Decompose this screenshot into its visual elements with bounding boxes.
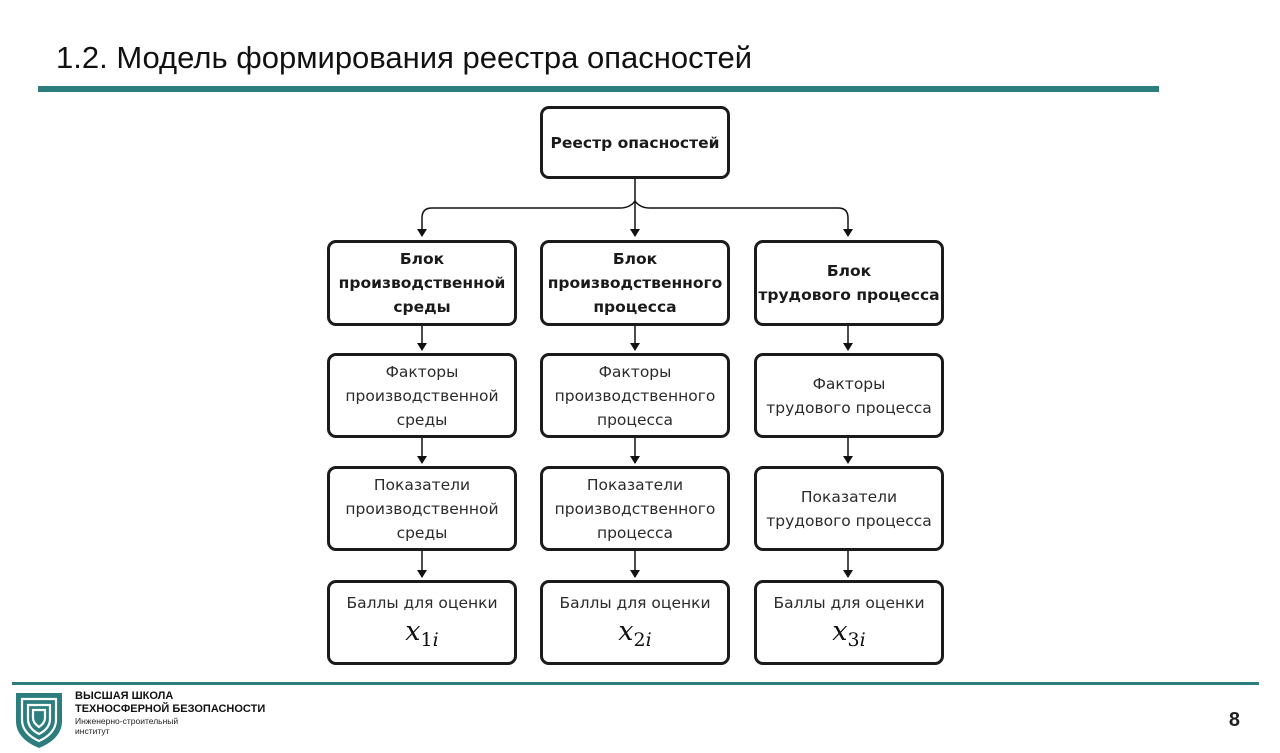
indicators-box-3: Показатели трудового процесса (754, 466, 944, 551)
slide-title: 1.2. Модель формирования реестра опаснос… (56, 40, 753, 75)
indicators-3-line-1: Показатели (800, 487, 898, 506)
indicators-3-line-2: трудового процесса (766, 511, 932, 530)
block-1-line-1: Блок (399, 250, 445, 268)
root-label: Реестр опасностей (550, 133, 720, 152)
root-to-block-1-arrow (417, 200, 636, 237)
scores-2-label: Баллы для оценки (559, 593, 711, 612)
factors-box-2: Факторы производственного процесса (540, 353, 730, 438)
block-1-line-2: производственной (338, 274, 506, 292)
block-1-line-3: среды (393, 298, 451, 316)
organization-name: ВЫСШАЯ ШКОЛА ТЕХНОСФЕРНОЙ БЕЗОПАСНОСТИ И… (75, 690, 265, 736)
org-line-4: институт (75, 726, 110, 736)
factors-1-line-2: производственной (345, 386, 499, 405)
factors-3-line-2: трудового процесса (766, 398, 932, 417)
factors-1-line-3: среды (396, 410, 448, 429)
block-box-3: Блок трудового процесса (754, 240, 944, 326)
scores-3-symbol: x3i (832, 615, 866, 651)
title-underline (38, 86, 1159, 92)
scores-box-1: Баллы для оценки x1i (327, 580, 517, 665)
org-line-2: ТЕХНОСФЕРНОЙ БЕЗОПАСНОСТИ (75, 703, 266, 715)
factors-box-1: Факторы производственной среды (327, 353, 517, 438)
indicators-2-line-1: Показатели (586, 475, 684, 494)
factors-2-line-1: Факторы (598, 362, 672, 381)
indicators-box-1: Показатели производственной среды (327, 466, 517, 551)
org-line-3: Инженерно-строительный (75, 716, 179, 726)
indicators-box-2: Показатели производственного процесса (540, 466, 730, 551)
block-box-1: Блок производственной среды (327, 240, 517, 326)
scores-box-3: Баллы для оценки x3i (754, 580, 944, 665)
scores-3-label: Баллы для оценки (773, 593, 925, 612)
org-line-1: ВЫСШАЯ ШКОЛА (75, 690, 174, 702)
scores-1-symbol: x1i (405, 615, 439, 651)
block-2-line-1: Блок (612, 250, 658, 268)
indicators-2-line-3: процесса (596, 523, 674, 542)
scores-box-2: Баллы для оценки x2i (540, 580, 730, 665)
factors-2-line-2: производственного (554, 386, 716, 405)
indicators-1-line-3: среды (396, 523, 448, 542)
root-to-block-3-arrow (634, 200, 853, 237)
factors-box-3: Факторы трудового процесса (754, 353, 944, 438)
block-2-line-2: производственного (547, 274, 723, 292)
root-box: Реестр опасностей (540, 106, 730, 179)
factors-1-line-1: Факторы (385, 362, 459, 381)
scores-2-symbol: x2i (618, 615, 652, 651)
block-3-line-1: Блок (826, 262, 872, 280)
factors-2-line-3: процесса (596, 410, 674, 429)
page-number: 8 (1228, 709, 1240, 731)
indicators-1-line-2: производственной (345, 499, 499, 518)
indicators-1-line-1: Показатели (373, 475, 471, 494)
factors-3-line-1: Факторы (812, 374, 886, 393)
block-3-line-2: трудового процесса (758, 286, 940, 304)
scores-1-label: Баллы для оценки (346, 593, 498, 612)
indicators-2-line-2: производственного (554, 499, 716, 518)
footer-rule (12, 682, 1259, 685)
shield-icon (16, 693, 62, 748)
block-box-2: Блок производственного процесса (540, 240, 730, 326)
block-2-line-3: процесса (593, 298, 677, 316)
